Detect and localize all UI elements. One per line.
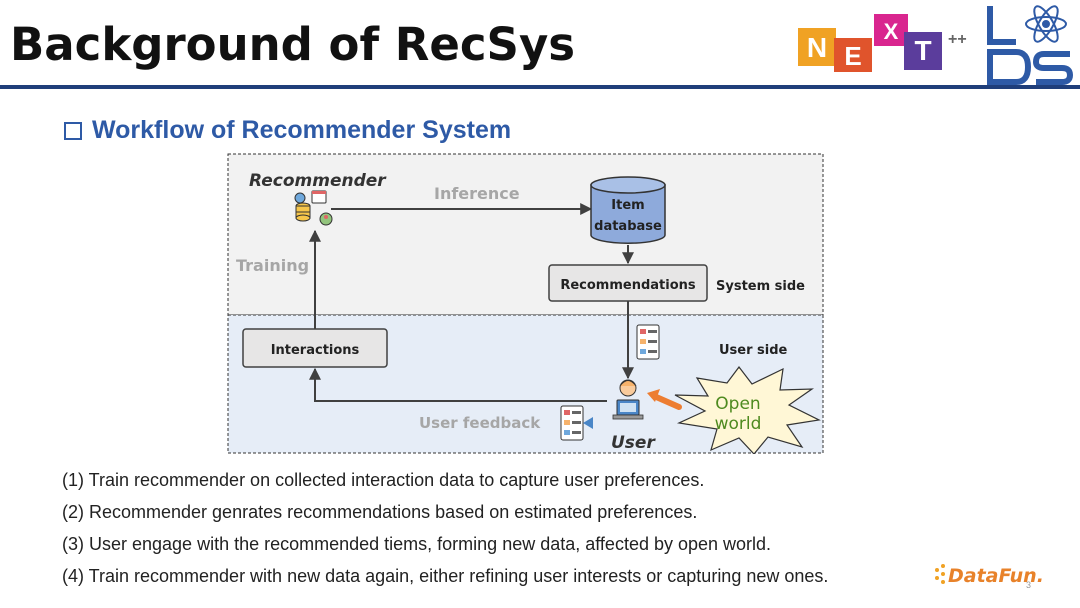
feedback-list-icon <box>560 405 593 441</box>
user-feedback-label: User feedback <box>419 414 541 432</box>
open-world-arrow <box>651 393 682 410</box>
svg-text:DataFun.: DataFun. <box>948 565 1044 587</box>
svg-text:++: ++ <box>948 31 967 48</box>
training-label: Training <box>236 256 309 275</box>
svg-text:N: N <box>807 32 827 63</box>
svg-text:Interactions: Interactions <box>271 343 360 358</box>
system-side-label: System side <box>716 279 805 294</box>
section-heading: Workflow of Recommender System <box>64 116 511 145</box>
user-feedback-arrow <box>309 367 607 402</box>
slide-title: Background of RecSys <box>10 18 576 71</box>
recommendations-box: Recommendations <box>548 264 708 302</box>
open-world-label-1: Open <box>715 394 760 414</box>
step-4: (4) Train recommender with new data agai… <box>62 566 829 586</box>
svg-text:database: database <box>594 219 662 234</box>
next-logo: N E X T ++ <box>798 14 967 72</box>
interactions-box: Interactions <box>242 328 388 368</box>
title-underline <box>0 85 1080 89</box>
step-2: (2) Recommender genrates recommendations… <box>62 502 698 522</box>
svg-text:X: X <box>884 19 899 44</box>
workflow-diagram: Recommender Inference Item database Reco… <box>227 153 824 454</box>
recommendation-list-icon <box>636 324 660 360</box>
section-heading-text: Workflow of Recommender System <box>92 116 512 144</box>
open-world-burst: Open world <box>674 366 821 454</box>
recommender-label: Recommender <box>249 171 387 191</box>
system-side-region <box>227 153 824 316</box>
step-3: (3) User engage with the recommended tie… <box>62 534 772 554</box>
recommender-icon <box>294 190 333 226</box>
svg-text:T: T <box>914 35 931 66</box>
checkbox-bullet-icon <box>64 121 82 140</box>
datafun-logo: DataFun. <box>935 564 1044 587</box>
lds-logo <box>987 5 1074 85</box>
open-world-label-2: world <box>715 414 762 434</box>
svg-text:Item: Item <box>611 198 644 213</box>
open-world-arrowhead <box>647 389 660 402</box>
item-database: Item database <box>590 176 666 244</box>
atom-icon <box>1025 5 1067 43</box>
svg-text:Recommendations: Recommendations <box>560 278 696 293</box>
step-1: (1) Train recommender on collected inter… <box>62 470 705 490</box>
user-side-label: User side <box>719 343 788 358</box>
page-number: 3 <box>1026 580 1032 590</box>
datafun-dots-icon <box>935 564 945 584</box>
user-label: User <box>611 433 656 453</box>
inference-label: Inference <box>434 184 520 203</box>
svg-text:E: E <box>844 41 861 71</box>
step-list: (1) Train recommender on collected inter… <box>62 466 828 594</box>
user-icon <box>612 379 644 420</box>
